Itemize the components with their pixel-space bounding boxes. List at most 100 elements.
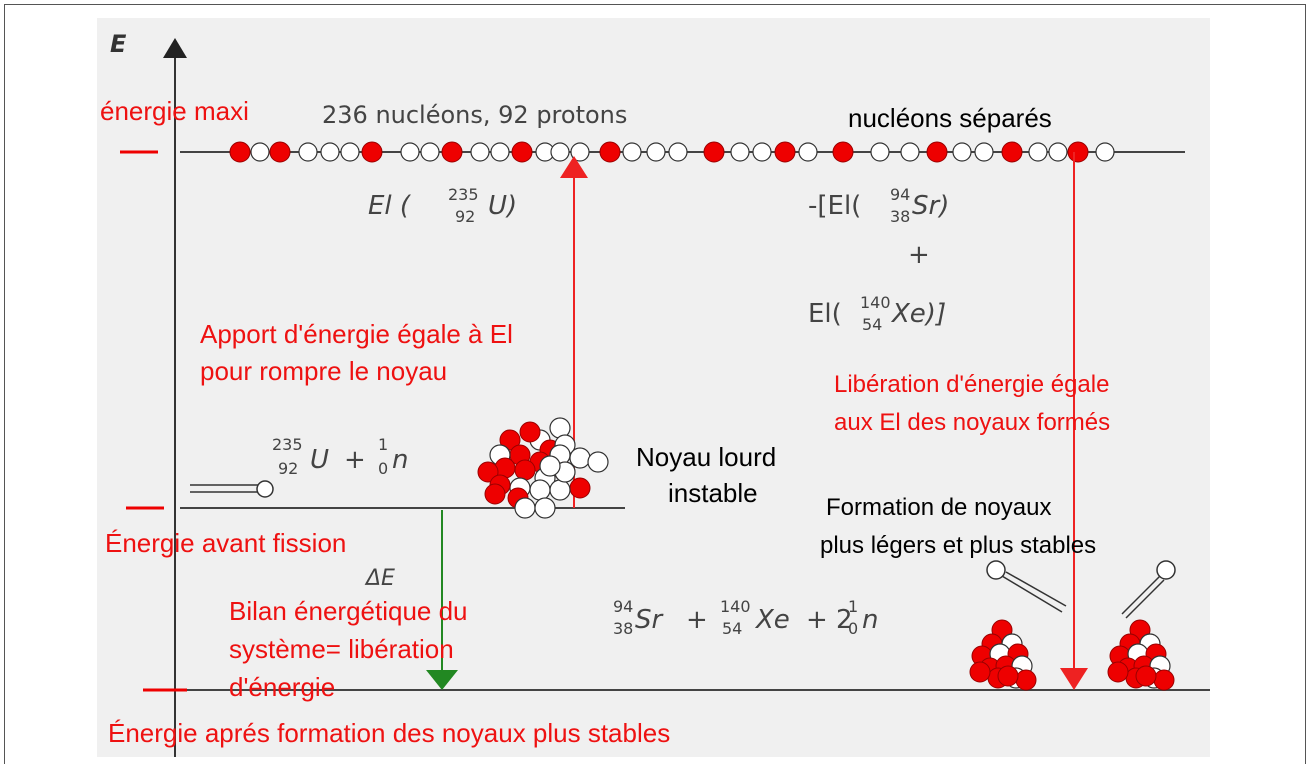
- proton: [499, 429, 521, 451]
- binding-right-l1-charge: 38: [890, 207, 910, 226]
- neutron: [490, 142, 510, 162]
- proton: [997, 665, 1019, 687]
- axis-label-e: E: [110, 30, 127, 58]
- neutron: [570, 142, 590, 162]
- nucleons-separes-text: nucléons séparés: [848, 103, 1052, 133]
- liberation-line1: Libération d'énergie égale: [834, 371, 1109, 398]
- neutron: [400, 142, 420, 162]
- figure-frame: [4, 4, 1306, 764]
- liberation-line2: aux El des noyaux formés: [834, 409, 1110, 436]
- binding-right-l2-prefix: El(: [808, 299, 842, 329]
- neutron: [529, 479, 551, 501]
- diagram-panel: [97, 18, 1210, 757]
- bilan-line2: système= libération: [229, 634, 454, 664]
- prod-sr-symbol: Sr: [635, 605, 665, 635]
- proton: [1001, 141, 1023, 163]
- proton: [569, 477, 591, 499]
- neutron: [320, 142, 340, 162]
- react-u-mass: 235: [272, 435, 303, 454]
- proton: [269, 141, 291, 163]
- neutron: [952, 142, 972, 162]
- proton: [1153, 669, 1175, 691]
- label-energie-apres: Énergie aprés formation des noyaux plus …: [108, 718, 670, 748]
- binding-left-symbol: U): [488, 191, 517, 221]
- binding-right-l1-symbol: Sr): [912, 191, 949, 221]
- binding-left-charge: 92: [455, 207, 475, 226]
- heavy-nucleus: [477, 417, 609, 519]
- react-n-symbol: n: [392, 445, 408, 475]
- neutron: [539, 455, 561, 477]
- proton: [477, 461, 499, 483]
- label-energie-maxi: énergie maxi: [100, 96, 249, 126]
- proton: [832, 141, 854, 163]
- proton: [774, 141, 796, 163]
- neutron: [974, 142, 994, 162]
- strontium-nucleus: [969, 619, 1037, 691]
- proton: [484, 483, 506, 505]
- apport-line2: pour rompre le noyau: [200, 356, 447, 386]
- prod-n-mass: 1: [848, 597, 858, 616]
- delta-e-label: ΔE: [364, 566, 395, 591]
- outgoing-neutron-right: [1121, 560, 1176, 619]
- bilan-line3: d'énergie: [229, 672, 335, 702]
- proton: [1067, 141, 1089, 163]
- neutron: [514, 497, 536, 519]
- prod-n-symbol: n: [862, 605, 878, 635]
- proton: [1015, 669, 1037, 691]
- proton: [926, 141, 948, 163]
- neutron: [298, 142, 318, 162]
- apport-line1: Apport d'énergie égale à El: [200, 319, 513, 349]
- react-u-charge: 92: [278, 459, 298, 478]
- neutron: [1028, 142, 1048, 162]
- prod-xe-mass: 140: [720, 597, 751, 616]
- binding-right-l2-charge: 54: [862, 315, 882, 334]
- proton: [361, 141, 383, 163]
- neutron: [870, 142, 890, 162]
- binding-left-prefix: El (: [368, 191, 412, 221]
- neutron: [1095, 142, 1115, 162]
- up-arrow-head: [560, 156, 588, 178]
- prod-xe-symbol: Xe: [754, 605, 790, 635]
- prod-plus1: +: [686, 605, 708, 635]
- proton: [1107, 661, 1129, 683]
- xenon-nucleus: [1107, 619, 1175, 691]
- neutron: [668, 142, 688, 162]
- react-n-charge: 0: [378, 459, 388, 478]
- prod-plus2: + 2: [806, 605, 853, 635]
- neutron: [549, 479, 571, 501]
- formation-line2: plus légers et plus stables: [820, 532, 1096, 559]
- delta-arrow-head: [426, 670, 458, 690]
- binding-left-mass: 235: [448, 185, 479, 204]
- proton: [519, 421, 541, 443]
- products-equation: 94 38 Sr + 140 54 Xe + 2 1 0 n: [613, 597, 878, 638]
- prod-sr-charge: 38: [613, 619, 633, 638]
- neutron: [470, 142, 490, 162]
- bilan-line1: Bilan énergétique du: [229, 596, 468, 626]
- incoming-neutron: [190, 480, 274, 498]
- proton: [441, 141, 463, 163]
- binding-right-l2-symbol: Xe)]: [890, 299, 946, 329]
- neutron: [569, 447, 591, 469]
- neutron: [798, 142, 818, 162]
- noyau-line2: instable: [668, 478, 758, 508]
- noyau-line1: Noyau lourd: [636, 442, 776, 472]
- binding-energy-products: -[El( 94 38 Sr) + El( 140 54 Xe)]: [808, 185, 949, 334]
- binding-right-l1-mass: 94: [890, 185, 910, 204]
- binding-right-plus: +: [908, 240, 930, 270]
- nucleons-count-text: 236 nucléons, 92 protons: [322, 101, 627, 129]
- neutron: [420, 142, 440, 162]
- down-arrow-head: [1060, 668, 1088, 690]
- proton: [703, 141, 725, 163]
- neutron: [250, 142, 270, 162]
- binding-right-l2-mass: 140: [860, 293, 891, 312]
- neutron: [550, 142, 570, 162]
- outgoing-neutron-left: [986, 560, 1067, 613]
- neutron: [534, 497, 556, 519]
- react-u-symbol: U: [310, 445, 329, 475]
- proton: [229, 141, 251, 163]
- reactants-equation: 235 92 U + 1 0 n: [272, 435, 408, 478]
- prod-xe-charge: 54: [722, 619, 742, 638]
- energy-axis-arrowhead: [163, 38, 187, 58]
- neutron: [730, 142, 750, 162]
